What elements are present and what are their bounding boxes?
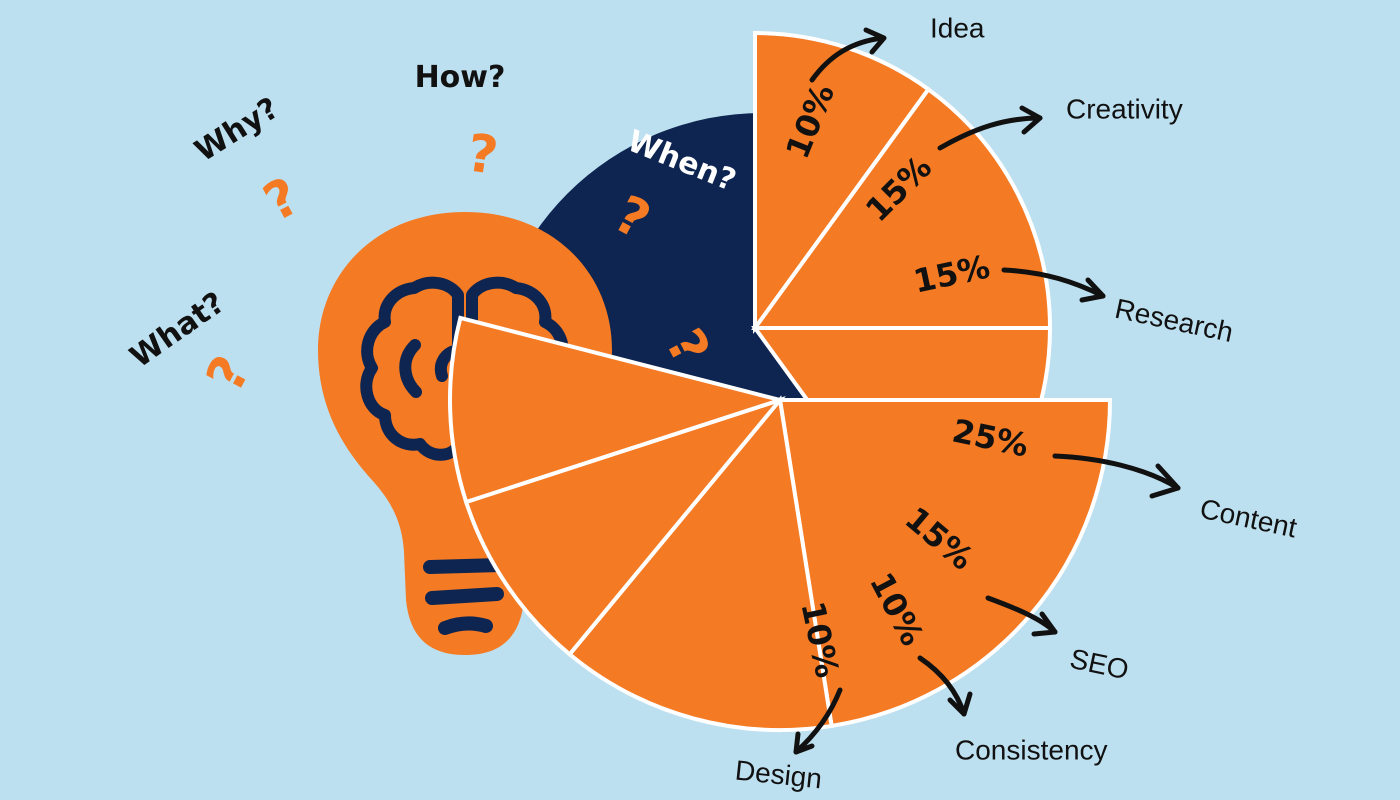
label-arrows	[793, 27, 1181, 755]
question-how: How?	[415, 60, 506, 95]
arrowhead-content	[1149, 463, 1181, 499]
category-label-consistency: Consistency	[955, 734, 1108, 765]
arrow-design	[793, 687, 843, 755]
arrow-idea	[809, 35, 885, 83]
arrowhead-seo	[1031, 611, 1058, 637]
arrow-creativity	[937, 115, 1043, 151]
question-mark-3: ?	[195, 347, 262, 402]
question-mark-2: ?	[255, 166, 310, 233]
pie-slice-seo	[566, 395, 834, 732]
pie-slices	[448, 30, 1113, 732]
arrowhead-consistency	[947, 691, 973, 717]
pie-slice-consistency	[463, 395, 786, 658]
arrow-content	[1052, 453, 1181, 491]
pie-slice-design	[448, 315, 788, 505]
question-mark-1: ?	[463, 123, 501, 187]
arrow-research	[1001, 267, 1106, 299]
category-label-content: Content	[1197, 493, 1300, 544]
arrowhead-idea	[863, 27, 887, 55]
category-label-creativity: Creativity	[1066, 93, 1183, 124]
arrowhead-research	[1079, 277, 1106, 303]
pie-slice-creativity	[751, 86, 1053, 330]
category-label-seo: SEO	[1067, 643, 1131, 686]
category-label-research: Research	[1112, 293, 1236, 348]
arrowhead-creativity	[1019, 105, 1043, 135]
category-label-idea: Idea	[930, 12, 985, 43]
arrowhead-design	[793, 731, 815, 755]
category-label-design: Design	[734, 754, 824, 794]
question-why: Why?	[189, 91, 285, 169]
